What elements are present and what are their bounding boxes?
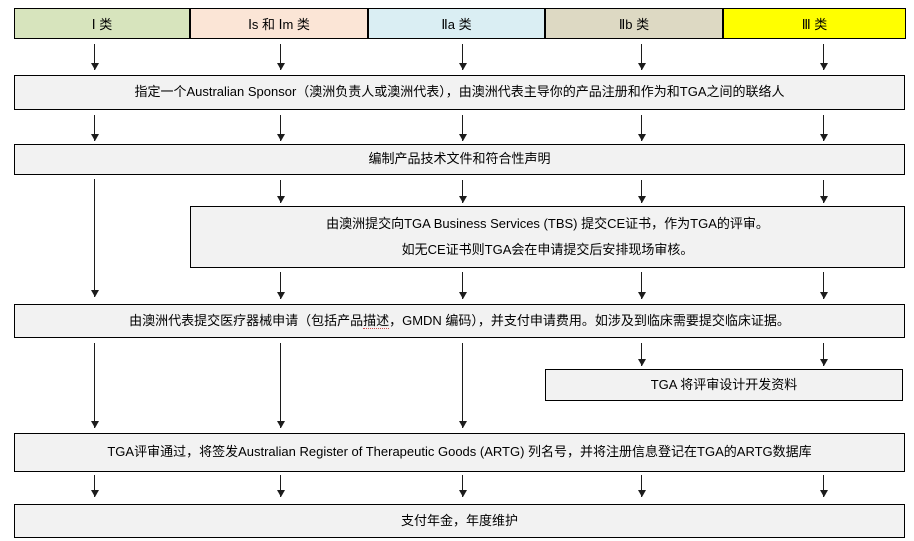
- category-box-class-is-im: Ⅰs 和 Ⅰm 类: [190, 8, 368, 39]
- step-annual-fee-box: 支付年金，年度维护: [14, 504, 905, 538]
- step-tbs-line2: 如无CE证书则TGA会在申请提交后安排现场审核。: [401, 241, 694, 257]
- step-application-box: 由澳洲代表提交医疗器械申请（包括产品描述，GMDN 编码），并支付申请费用。如涉…: [14, 304, 905, 338]
- arrow-down-icon: [276, 115, 285, 141]
- step-annual-fee-text: 支付年金，年度维护: [400, 512, 518, 528]
- arrow-down-icon: [637, 180, 646, 203]
- step-artg-text: TGA评审通过，将签发Australian Register of Therap…: [107, 444, 812, 460]
- arrow-down-icon: [276, 44, 285, 70]
- arrow-down-icon: [90, 115, 99, 141]
- arrow-down-icon: [819, 180, 828, 203]
- step-sponsor-box: 指定一个Australian Sponsor（澳洲负责人或澳洲代表），由澳洲代表…: [14, 75, 905, 110]
- step-sponsor-text: 指定一个Australian Sponsor（澳洲负责人或澳洲代表），由澳洲代表…: [134, 84, 785, 100]
- category-label: Ⅱb 类: [618, 17, 650, 32]
- arrow-down-icon: [276, 180, 285, 203]
- arrow-down-icon: [90, 44, 99, 70]
- step-application-pre: 由澳洲代表提交医疗器械申请（包括产品: [129, 312, 364, 328]
- step-design-review-box: TGA 将评审设计开发资料: [545, 369, 903, 401]
- arrow-down-icon: [819, 343, 828, 366]
- step-technical-file-text: 编制产品技术文件和符合性声明: [368, 151, 551, 167]
- step-tbs-line1: 由澳洲提交向TGA Business Services (TBS) 提交CE证书…: [326, 216, 769, 232]
- step-technical-file-box: 编制产品技术文件和符合性声明: [14, 144, 905, 175]
- category-box-class-i: Ⅰ 类: [14, 8, 190, 39]
- step-application-text: 由澳洲代表提交医疗器械申请（包括产品描述，GMDN 编码），并支付申请费用。如涉…: [123, 312, 796, 329]
- arrow-down-long-icon: [276, 343, 285, 428]
- arrow-down-icon: [458, 475, 467, 497]
- step-artg-box: TGA评审通过，将签发Australian Register of Therap…: [14, 433, 905, 472]
- category-label: Ⅰ 类: [91, 17, 113, 32]
- category-label: Ⅰs 和 Ⅰm 类: [248, 17, 310, 32]
- arrow-down-icon: [819, 44, 828, 70]
- arrow-down-icon: [276, 272, 285, 299]
- category-label: Ⅲ 类: [801, 17, 828, 32]
- step-design-review-text: TGA 将评审设计开发资料: [650, 376, 798, 392]
- arrow-down-icon: [819, 272, 828, 299]
- arrow-down-icon: [276, 475, 285, 497]
- arrow-down-icon: [458, 180, 467, 203]
- arrow-down-icon: [90, 475, 99, 497]
- category-box-class-iia: Ⅱa 类: [368, 8, 545, 39]
- arrow-down-long-icon: [458, 343, 467, 428]
- step-application-post: ，GMDN 编码），并支付申请费用。如涉及到临床需要提交临床证据。: [389, 312, 790, 328]
- step-application-spellchecked-word: 描述: [363, 312, 390, 329]
- arrow-down-icon: [458, 272, 467, 299]
- arrow-down-icon: [637, 272, 646, 299]
- category-label: Ⅱa 类: [441, 17, 472, 32]
- arrow-down-icon: [819, 475, 828, 497]
- arrow-down-icon: [637, 343, 646, 366]
- arrow-down-icon: [458, 44, 467, 70]
- category-box-class-iii: Ⅲ 类: [723, 8, 906, 39]
- arrow-down-long-icon: [90, 343, 99, 428]
- arrow-down-long-class-i-icon: [90, 179, 99, 297]
- arrow-down-icon: [637, 44, 646, 70]
- arrow-down-icon: [637, 115, 646, 141]
- arrow-down-icon: [819, 115, 828, 141]
- step-tbs-ce-box: 由澳洲提交向TGA Business Services (TBS) 提交CE证书…: [190, 206, 905, 268]
- arrow-down-icon: [458, 115, 467, 141]
- category-box-class-iib: Ⅱb 类: [545, 8, 723, 39]
- arrow-down-icon: [637, 475, 646, 497]
